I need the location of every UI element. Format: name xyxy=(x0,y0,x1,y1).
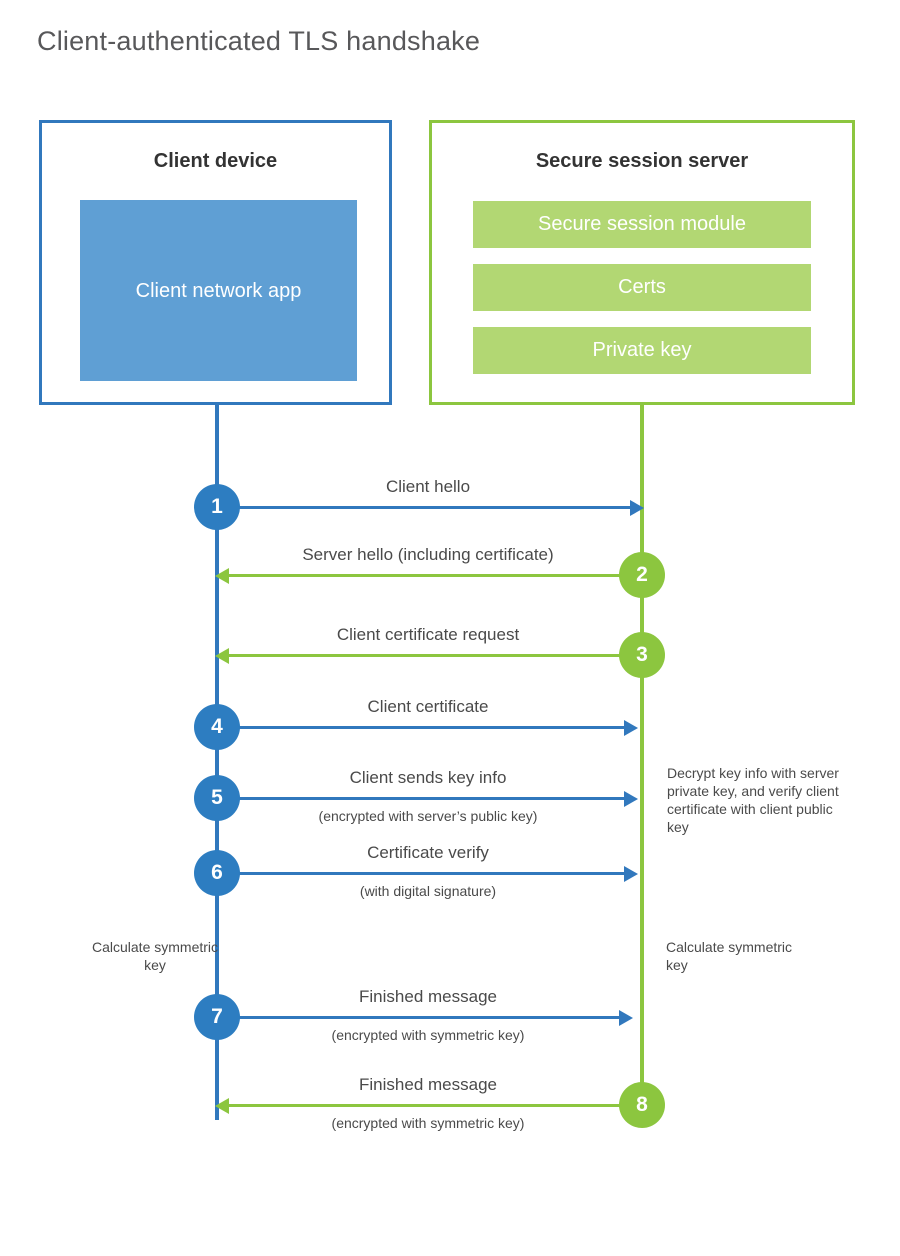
message-sublabel-7: (encrypted with symmetric key) xyxy=(331,1027,525,1043)
server-module-secure-session-module: Secure session module xyxy=(473,201,811,248)
arrow-head-left-icon xyxy=(215,1098,229,1114)
message-line-2 xyxy=(228,574,633,577)
page-title: Client-authenticated TLS handshake xyxy=(37,26,481,56)
message-label-7: Finished message xyxy=(359,987,497,1006)
step-badge-5[interactable]: 5 xyxy=(194,775,240,821)
server-module-label: Private key xyxy=(592,339,692,361)
message-label-8: Finished message xyxy=(359,1075,497,1094)
client-network-app-label: Client network app xyxy=(135,279,302,302)
server-module-label: Certs xyxy=(618,276,666,298)
step-badge-7[interactable]: 7 xyxy=(194,994,240,1040)
message-line-6 xyxy=(217,872,627,875)
client-network-app-box: Client network app xyxy=(80,200,357,381)
client-calculate-symmetric-key-note: Calculate symmetric key xyxy=(91,939,219,973)
secure-session-server-box: Secure session server Secure session mod… xyxy=(429,120,855,405)
step-badge-4[interactable]: 4 xyxy=(194,704,240,750)
client-lifeline xyxy=(215,405,219,1120)
secure-session-server-title: Secure session server xyxy=(535,150,749,172)
arrow-head-right-icon xyxy=(619,1010,633,1026)
arrow-head-right-icon xyxy=(630,500,644,516)
message-sublabel-8: (encrypted with symmetric key) xyxy=(331,1115,525,1131)
message-line-8 xyxy=(228,1104,621,1107)
message-line-7 xyxy=(217,1016,622,1019)
message-line-4 xyxy=(217,726,627,729)
client-device-title: Client device xyxy=(153,150,278,172)
server-module-private-key: Private key xyxy=(473,327,811,374)
arrow-head-right-icon xyxy=(624,720,638,736)
step-badge-3[interactable]: 3 xyxy=(619,632,665,678)
message-label-5: Client sends key info xyxy=(349,768,507,787)
message-sublabel-5: (encrypted with server’s public key) xyxy=(318,808,538,824)
arrow-head-right-icon xyxy=(624,866,638,882)
message-label-3: Client certificate request xyxy=(336,625,520,644)
message-sublabel-6: (with digital signature) xyxy=(359,883,497,899)
server-decrypt-note: Decrypt key info with server private key… xyxy=(667,765,839,835)
arrow-head-right-icon xyxy=(624,791,638,807)
server-module-certs: Certs xyxy=(473,264,811,311)
step-badge-1[interactable]: 1 xyxy=(194,484,240,530)
message-label-2: Server hello (including certificate) xyxy=(302,545,554,564)
step-badge-2[interactable]: 2 xyxy=(619,552,665,598)
message-label-4: Client certificate xyxy=(367,697,489,716)
message-label-6: Certificate verify xyxy=(367,843,489,862)
server-lifeline xyxy=(640,405,644,1105)
message-line-5 xyxy=(217,797,627,800)
message-label-1: Client hello xyxy=(385,477,471,496)
arrow-head-left-icon xyxy=(215,568,229,584)
server-module-label: Secure session module xyxy=(538,213,746,235)
message-line-1 xyxy=(217,506,635,509)
server-calculate-symmetric-key-note: Calculate symmetric key xyxy=(666,939,793,973)
step-badge-8[interactable]: 8 xyxy=(619,1082,665,1128)
client-device-box: Client device Client network app xyxy=(39,120,392,405)
step-badge-6[interactable]: 6 xyxy=(194,850,240,896)
arrow-head-left-icon xyxy=(215,648,229,664)
message-line-3 xyxy=(228,654,633,657)
